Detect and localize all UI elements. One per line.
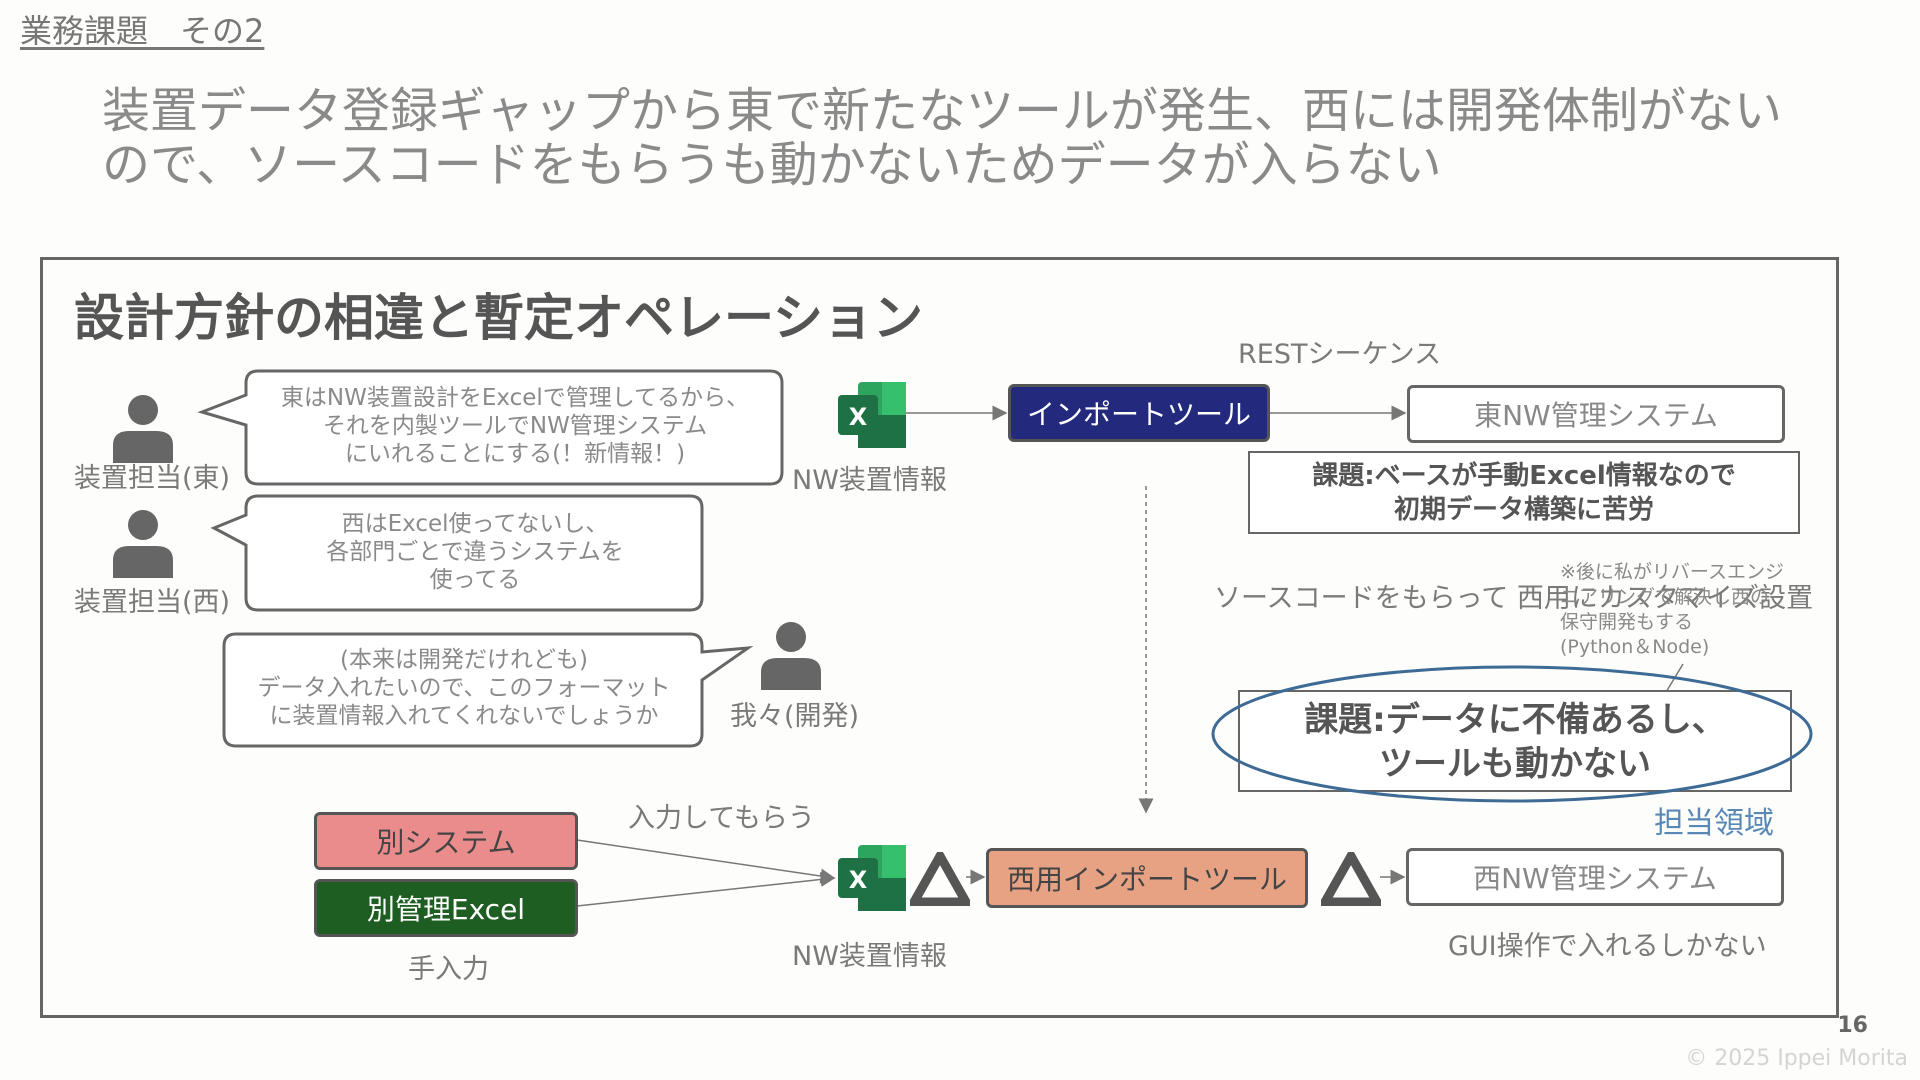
page-number: 16 bbox=[1837, 1013, 1868, 1038]
label-east-staff: 装置担当(東) bbox=[74, 463, 231, 494]
east-system-box: 東NW管理システム bbox=[1407, 385, 1785, 443]
bubble-east-outline bbox=[197, 369, 784, 486]
excel-west-letter: X bbox=[849, 866, 868, 894]
west-import-tool-box: 西用インポートツール bbox=[986, 848, 1308, 908]
label-manual-input: 手入力 bbox=[408, 954, 489, 985]
warning-triangle-icon bbox=[910, 852, 970, 906]
responsibility-label: 担当領域 bbox=[1654, 806, 1774, 841]
bubble-east-text: 東はNW装置設計をExcelで管理してるから、 それを内製ツールでNW管理システ… bbox=[280, 385, 750, 467]
label-west-excel: NW装置情報 bbox=[792, 941, 947, 972]
other-excel-box: 別管理Excel bbox=[314, 879, 578, 937]
bubble-west-outline bbox=[210, 494, 704, 612]
west-issue-text: 課題:データに不備あるし、 ツールも動かない bbox=[1304, 700, 1726, 784]
warning-triangle-icon-2 bbox=[1321, 852, 1381, 906]
excel-east-letter: X bbox=[849, 403, 868, 431]
gui-only-note: GUI操作で入れるしかない bbox=[1448, 931, 1767, 962]
arrow-other-excel-to-excel bbox=[576, 872, 836, 907]
label-west-staff: 装置担当(西) bbox=[74, 587, 231, 618]
person-west-icon bbox=[113, 510, 173, 578]
label-rest-sequence: RESTシーケンス bbox=[1238, 339, 1442, 370]
headline: 装置データ登録ギャップから東で新たなツールが発生、西には開発体制がない ので、ソ… bbox=[102, 83, 1783, 193]
reverse-engineering-note: ※後に私がリバースエンジ ニアリングで解決し西の 保守開発もする (Python… bbox=[1560, 561, 1784, 658]
label-us-dev: 我々(開発) bbox=[730, 701, 860, 732]
person-us-icon bbox=[761, 622, 821, 690]
bubble-us-text: (本来は開発だけれども) データ入れたいので、このフォーマット に装置情報入れて… bbox=[257, 647, 671, 729]
section-title: 業務課題 その2 bbox=[20, 12, 265, 50]
bubble-us-outline bbox=[222, 632, 754, 748]
west-issue-box bbox=[1238, 690, 1792, 792]
responsibility-ellipse bbox=[1211, 665, 1813, 803]
diagram-frame bbox=[40, 257, 1839, 1018]
excel-east-icon: X bbox=[838, 382, 906, 448]
copyright: © 2025 Ippei Morita bbox=[1685, 1046, 1908, 1071]
arrow-other-system-to-excel bbox=[576, 839, 836, 884]
east-issue-box: 課題:ベースが手動Excel情報なので 初期データ構築に苦労 bbox=[1248, 451, 1800, 534]
source-code-note: ソースコードをもらって 西用にカスタマイズ設置 bbox=[1214, 583, 1814, 614]
west-system-box: 西NW管理システム bbox=[1406, 848, 1784, 906]
label-input-request: 入力してもらう bbox=[628, 803, 815, 834]
diagram-title: 設計方針の相違と暫定オペレーション bbox=[74, 289, 923, 347]
person-east-icon bbox=[113, 395, 173, 463]
other-system-box: 別システム bbox=[314, 812, 578, 870]
east-issue-text: 課題:ベースが手動Excel情報なので 初期データ構築に苦労 bbox=[1312, 461, 1736, 525]
excel-west-icon: X bbox=[838, 845, 906, 911]
bubble-west-text: 西はExcel使ってないし、 各部門ごとで違うシステムを 使ってる bbox=[326, 511, 624, 593]
east-import-tool-box: インポートツール bbox=[1008, 384, 1270, 442]
label-east-excel: NW装置情報 bbox=[792, 465, 947, 496]
